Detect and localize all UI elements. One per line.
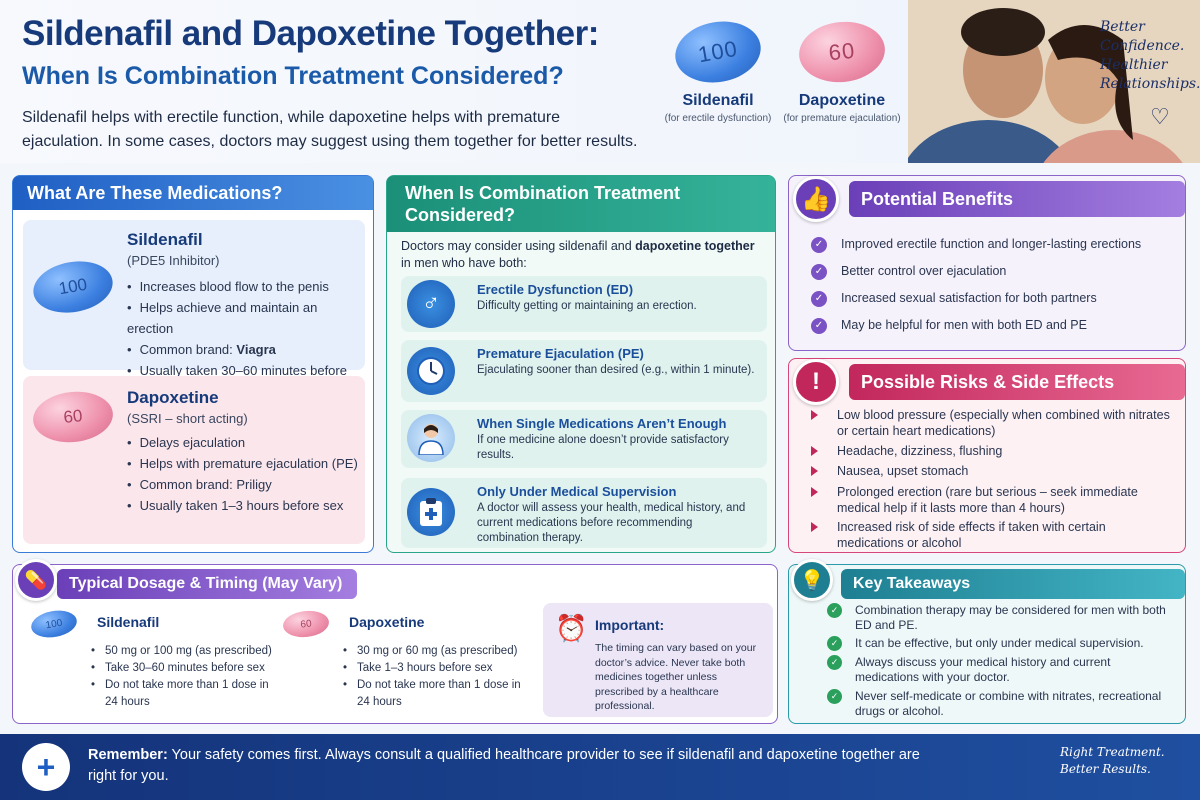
blue-pill-icon: 100 [29,607,79,641]
footer: + Remember: Your safety comes first. Alw… [0,734,1200,800]
takeaways-title: Key Takeaways [841,569,1185,599]
sildenafil-panel: 100 Sildenafil (PDE5 Inhibitor) Increase… [23,220,365,399]
dosage-card: 💊 Typical Dosage & Timing (May Vary) 100… [12,559,778,724]
medication-name: Dapoxetine [127,388,219,407]
medication-name: Dapoxetine [349,614,425,630]
risk-item: Low blood pressure (especially when comb… [811,407,1171,439]
combination-card: When Is Combination Treatment Considered… [386,175,776,553]
lightbulb-icon: 💡 [791,559,833,601]
benefits-title: Potential Benefits [849,181,1185,217]
medications-card: What Are These Medications? 100 Sildenaf… [12,175,374,553]
page-subtitle: When Is Combination Treatment Considered… [22,62,564,90]
check-icon: ✓ [811,290,827,307]
check-icon: ✓ [811,317,827,334]
couple-photo: Better Confidence. Healthier Relationshi… [908,0,1200,163]
check-icon: ✓ [827,603,842,618]
heart-icon: ♡ [1150,104,1170,129]
pill-purpose: (for premature ejaculation) [783,113,901,124]
takeaway-item: ✓It can be effective, but only under med… [827,636,1177,651]
clipboard-icon [407,488,455,536]
benefit-item: ✓Improved erectile function and longer-l… [811,236,1141,253]
doctor-icon [407,414,455,462]
check-icon: ✓ [811,236,827,253]
dosage-title: Typical Dosage & Timing (May Vary) [57,569,357,599]
capsule-icon: 💊 [15,559,57,601]
pill-name: Sildenafil [682,92,754,109]
takeaway-item: ✓Combination therapy may be considered f… [827,603,1177,633]
dapoxetine-panel: 60 Dapoxetine (SSRI – short acting) Dela… [23,376,365,544]
pill-dapoxetine: 60 Dapoxetine (for premature ejaculation… [782,17,902,124]
medication-points: Increases blood flow to the penis Helps … [127,276,365,402]
pink-pill-icon: 60 [30,387,116,447]
check-icon: ✓ [827,655,842,670]
male-symbol-icon: ♂ [407,280,455,328]
medications-title: What Are These Medications? [13,176,373,210]
risks-card: ! Possible Risks & Side Effects Low bloo… [788,358,1186,553]
benefit-item: ✓May be helpful for men with both ED and… [811,317,1087,334]
blue-pill-icon: 100 [29,255,117,319]
header: Sildenafil and Dapoxetine Together: When… [0,0,1200,163]
pill-sildenafil: 100 Sildenafil (for erectile dysfunction… [658,14,778,124]
combination-intro: Doctors may consider using sildenafil an… [401,239,755,270]
risk-item: Nausea, upset stomach [811,463,1171,479]
takeaways-card: 💡 Key Takeaways ✓Combination therapy may… [788,559,1186,724]
dosage-sildenafil: 100 Sildenafil 50 mg or 100 mg (as presc… [21,607,272,719]
medication-class: (SSRI – short acting) [127,411,248,426]
medication-class: (PDE5 Inhibitor) [127,253,220,268]
condition-supervision: Only Under Medical Supervision A doctor … [401,478,767,548]
risk-item: Prolonged erection (rare but serious – s… [811,484,1171,516]
tagline: Better Confidence. Healthier Relationshi… [1100,19,1200,92]
medication-name: Sildenafil [97,614,160,630]
blue-pill-icon: 100 [670,14,766,90]
condition-pe: Premature Ejaculation (PE) Ejaculating s… [401,340,767,402]
takeaway-item: ✓Always discuss your medical history and… [827,655,1177,685]
check-icon: ✓ [811,263,827,280]
pill-name: Dapoxetine [798,92,886,109]
pill-purpose: (for erectile dysfunction) [664,113,772,124]
clock-icon [407,347,455,395]
benefit-item: ✓Increased sexual satisfaction for both … [811,290,1097,307]
medication-points: Delays ejaculation Helps with premature … [127,432,358,516]
dosage-points: 30 mg or 60 mg (as prescribed) Take 1–3 … [343,643,533,711]
check-icon: ✓ [827,636,842,651]
important-note: ⏰ Important: The timing can vary based o… [543,603,773,717]
dosage-points: 50 mg or 100 mg (as prescribed) Take 30–… [91,643,281,711]
check-icon: ✓ [827,689,842,704]
thumbs-up-icon: 👍 [793,176,839,222]
condition-ed: ♂ Erectile Dysfunction (ED) Difficulty g… [401,276,767,332]
footer-slogan: Right Treatment. Better Results. [1060,745,1165,776]
pink-pill-icon: 60 [796,17,888,87]
alarm-clock-icon: ⏰ [555,613,588,643]
benefits-card: 👍 Potential Benefits ✓Improved erectile … [788,175,1186,351]
risks-title: Possible Risks & Side Effects [849,364,1185,400]
page-title: Sildenafil and Dapoxetine Together: [22,14,599,53]
takeaway-item: ✓Never self-medicate or combine with nit… [827,689,1177,719]
condition-single-not-enough: When Single Medications Aren’t Enough If… [401,410,767,468]
pink-pill-icon: 60 [281,608,331,640]
medication-name: Sildenafil [127,230,203,249]
medical-cross-icon: + [22,743,70,791]
combination-title: When Is Combination Treatment Considered… [387,176,775,232]
risk-item: Headache, dizziness, flushing [811,443,1171,459]
brand-name: Viagra [236,342,276,357]
footer-reminder: Remember: Your safety comes first. Alway… [88,747,920,784]
intro-text: Sildenafil helps with erectile function,… [22,109,638,150]
risk-item: Increased risk of side effects if taken … [811,519,1171,551]
exclamation-icon: ! [793,359,839,405]
dosage-dapoxetine: 60 Dapoxetine 30 mg or 60 mg (as prescri… [273,608,523,719]
benefit-item: ✓Better control over ejaculation [811,263,1006,280]
